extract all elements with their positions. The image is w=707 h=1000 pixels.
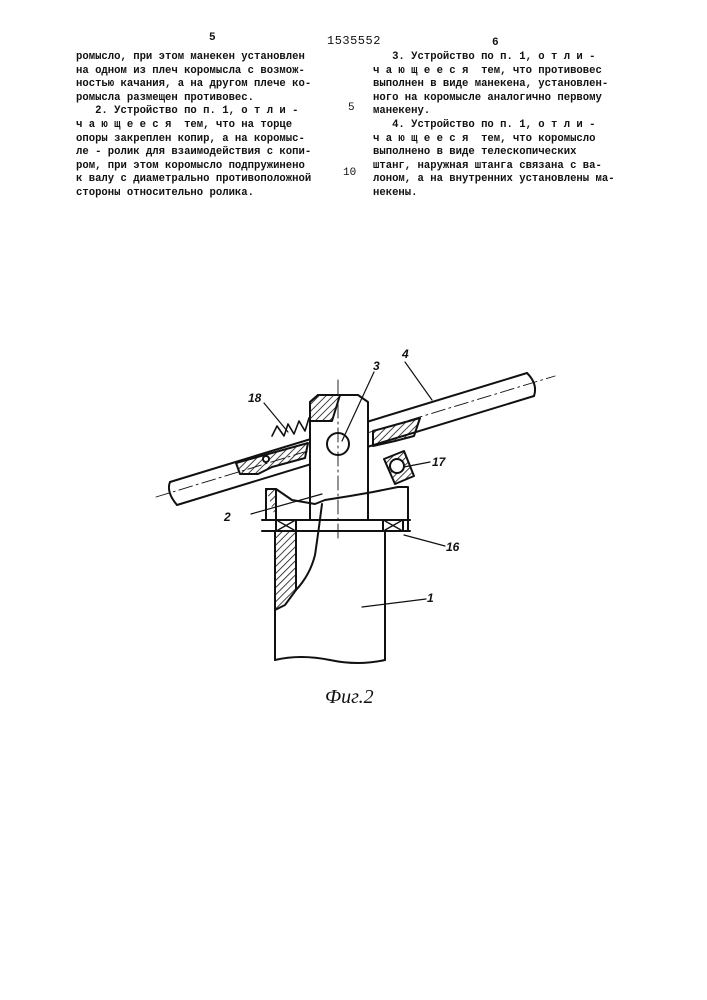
figure-label-17: 17 — [432, 455, 445, 469]
figure-label-1: 1 — [427, 591, 434, 605]
roller — [384, 451, 414, 484]
figure-label-16: 16 — [446, 540, 459, 554]
figure-label-4: 4 — [402, 347, 409, 361]
figure-label-18: 18 — [248, 391, 261, 405]
figure-label-2: 2 — [224, 510, 231, 524]
bearing — [276, 520, 403, 531]
figure-caption: Фиг.2 — [325, 686, 374, 709]
figure-label-3: 3 — [373, 359, 380, 373]
